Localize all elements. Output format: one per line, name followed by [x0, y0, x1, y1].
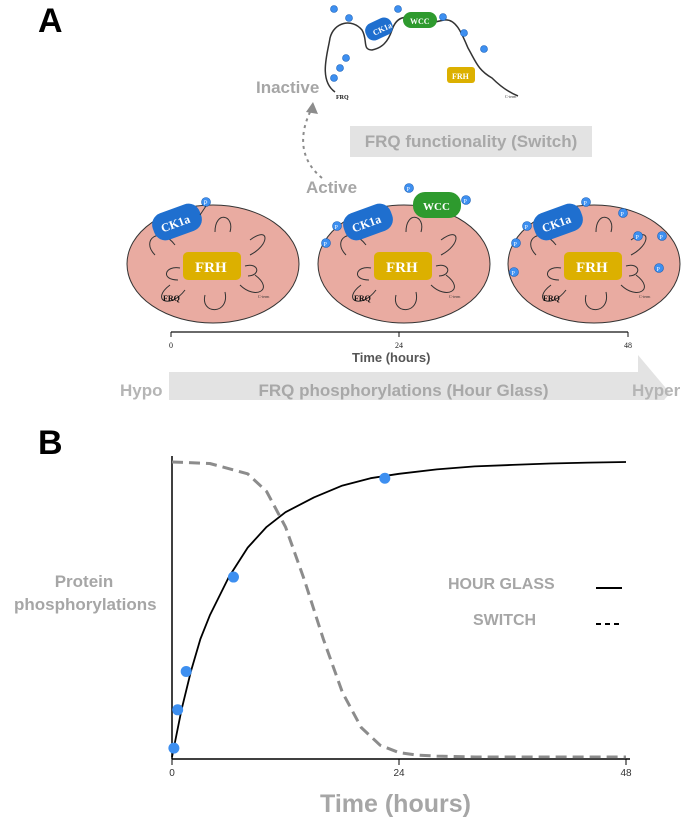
svg-text:C-term: C-term: [505, 94, 517, 99]
a-tick-48: 48: [624, 341, 632, 350]
panel-b-label: B: [38, 424, 63, 462]
hyper-label: Hyper: [632, 381, 681, 400]
svg-text:FRQ: FRQ: [543, 294, 560, 303]
data-point-3: [227, 571, 239, 583]
legend-item-switch: SWITCH: [473, 612, 673, 634]
svg-text:FRH: FRH: [452, 72, 470, 81]
frq-strand-unfolded: [324, 16, 519, 97]
svg-text:P: P: [464, 199, 468, 205]
frq-complex-hypo: FRH CK1a P FRQ C-term: [126, 197, 300, 324]
svg-text:WCC: WCC: [423, 201, 450, 213]
svg-text:P: P: [335, 225, 339, 231]
svg-text:P: P: [514, 242, 518, 248]
svg-text:WCC: WCC: [410, 17, 430, 26]
svg-text:FRH: FRH: [195, 260, 227, 276]
svg-text:P: P: [636, 235, 640, 241]
data-point-0: [168, 742, 180, 754]
hourglass-arrow: [169, 355, 670, 400]
a-tick-0: 0: [169, 341, 173, 350]
svg-text:P: P: [204, 201, 208, 207]
x-tick-label-24: 24: [393, 768, 405, 779]
data-point-1: [172, 704, 184, 716]
hourglass-banner-text: FRQ phosphorylations (Hour Glass): [258, 381, 549, 400]
svg-text:FRQ: FRQ: [354, 294, 371, 303]
svg-text:C-term: C-term: [449, 294, 461, 299]
svg-text:P: P: [525, 225, 529, 231]
legend-swatch-dashed: [596, 623, 622, 625]
panel-a-axis-title: Time (hours): [352, 350, 431, 365]
legend-item-hourglass: HOUR GLASS: [448, 576, 648, 598]
svg-text:FRH: FRH: [386, 260, 418, 276]
data-point-2: [180, 665, 192, 677]
a-tick-24: 24: [395, 341, 403, 350]
ck1a-unfolded: [365, 17, 393, 41]
x-tick-label-48: 48: [620, 768, 632, 779]
svg-text:P: P: [324, 242, 328, 248]
svg-text:P: P: [512, 271, 516, 277]
x-tick-label-0: 0: [169, 768, 175, 779]
y-axis-label-line1: Protein: [54, 572, 114, 591]
phospho-sites-inactive: [330, 5, 488, 82]
svg-text:P: P: [621, 212, 625, 218]
svg-text:FRQ: FRQ: [163, 294, 180, 303]
svg-text:C-term: C-term: [258, 294, 270, 299]
legend-label-hourglass: HOUR GLASS: [448, 576, 555, 593]
y-axis-label-line2: phosphorylations: [14, 595, 157, 614]
legend-swatch-solid: [596, 587, 622, 589]
frq-complex-mid: FRH CK1a WCC PP PP FRQ C-term: [317, 183, 491, 324]
svg-text:P: P: [660, 235, 664, 241]
series-switch: [171, 460, 626, 759]
svg-text:FRQ: FRQ: [336, 95, 349, 101]
y-axis-label: Protein phosphorylations: [14, 570, 157, 616]
svg-text:P: P: [657, 267, 661, 273]
frh-unfolded: [447, 67, 475, 83]
svg-text:C-term: C-term: [639, 294, 651, 299]
svg-text:P: P: [407, 187, 411, 193]
phosphorylation-chart: 0 24 48: [168, 456, 632, 779]
legend-label-switch: SWITCH: [473, 612, 537, 629]
switch-banner: FRQ functionality (Switch): [350, 126, 592, 157]
panel-a-diagram: CK1a WCC FRH FRQ C-term FRH CK1a P FRQ C…: [126, 5, 681, 400]
wcc-unfolded: [403, 12, 437, 28]
transition-arrow: [302, 107, 323, 179]
hypo-label: Hypo: [120, 381, 163, 400]
svg-text:P: P: [584, 201, 588, 207]
active-label: Active: [306, 178, 358, 197]
x-axis-label: Time (hours): [320, 790, 471, 818]
panel-a-label: A: [38, 2, 63, 40]
transition-arrow-head: [306, 102, 318, 114]
series-hour-glass: [171, 461, 627, 758]
inactive-label: Inactive: [256, 78, 320, 97]
data-point-4: [379, 472, 391, 484]
svg-text:FRH: FRH: [576, 260, 608, 276]
